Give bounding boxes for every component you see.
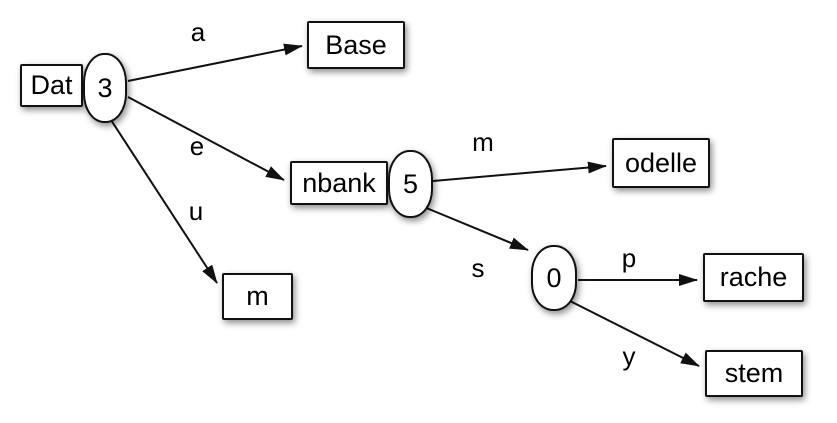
edge-label-m: m	[472, 127, 494, 157]
node-stem-label: stem	[724, 358, 784, 388]
edge-label-s: s	[471, 253, 485, 283]
node-odelle-label: odelle	[624, 147, 698, 178]
node-nbank-label: nbank	[302, 167, 376, 198]
node-dat-count: 3	[97, 72, 113, 103]
edge-a	[127, 43, 303, 82]
node-nbank-count-oval: 5	[388, 150, 433, 218]
node-odelle: odelle	[612, 138, 710, 188]
edge-y	[569, 300, 700, 367]
node-m: m	[222, 273, 293, 320]
node-m-label: m	[246, 281, 269, 311]
node-nbank-count: 5	[402, 168, 419, 199]
edge-label-u: u	[188, 196, 204, 226]
edge-u	[110, 119, 218, 284]
node-zero-count: 0	[546, 262, 562, 293]
node-base-label: Base	[325, 29, 387, 60]
edge-label-y: y	[622, 341, 636, 371]
node-stem: stem	[705, 350, 803, 397]
edge-label-p: p	[621, 243, 637, 273]
node-nbank: nbank	[290, 161, 388, 205]
edge-s	[423, 206, 529, 251]
edge-label-a: a	[190, 17, 206, 47]
edge-e	[127, 96, 285, 181]
node-base: Base	[307, 21, 405, 69]
node-zero-count-oval: 0	[531, 245, 577, 311]
node-rache-label: rache	[719, 262, 788, 292]
node-dat-label: Dat	[30, 70, 73, 100]
node-rache: rache	[703, 253, 804, 302]
node-dat-count-oval: 3	[83, 53, 127, 123]
edge-label-e: e	[189, 131, 205, 161]
edge-m	[432, 161, 607, 182]
node-dat: Dat	[20, 64, 83, 107]
